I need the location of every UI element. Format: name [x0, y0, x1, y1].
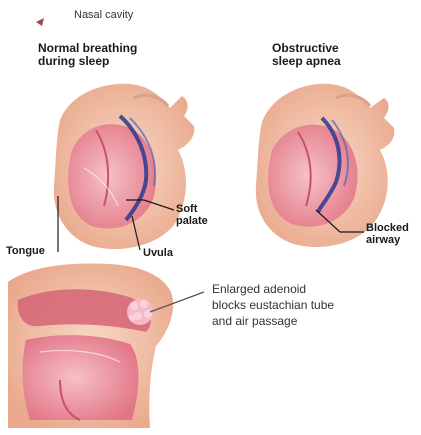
normal-breathing-title-line1: Normal breathing — [38, 42, 137, 54]
adenoid-caption-line3: and air passage — [212, 315, 297, 327]
blocked-airway-label-line2: airway — [366, 235, 400, 246]
soft-palate-label-line1: Soft — [176, 204, 197, 215]
nasal-cavity-marker-icon — [36, 18, 44, 26]
uvula-label: Uvula — [143, 248, 173, 259]
adenoid-caption-line2: blocks eustachian tube — [212, 299, 334, 311]
adenoid-caption-line1: Enlarged adenoid — [212, 283, 306, 295]
sleep-apnea-title-line1: Obstructive — [272, 42, 339, 54]
nasal-cavity-label: Nasal cavity — [74, 10, 133, 21]
adenoid-head — [8, 264, 173, 428]
soft-palate-label-line2: palate — [176, 216, 208, 227]
sleep-apnea-title-line2: sleep apnea — [272, 55, 341, 67]
normal-breathing-title-line2: during sleep — [38, 55, 109, 67]
tongue-label: Tongue — [6, 246, 45, 257]
enlarged-adenoid — [127, 299, 153, 325]
blocked-airway-label-line1: Blocked — [366, 223, 409, 234]
normal-breathing-head — [54, 84, 194, 249]
